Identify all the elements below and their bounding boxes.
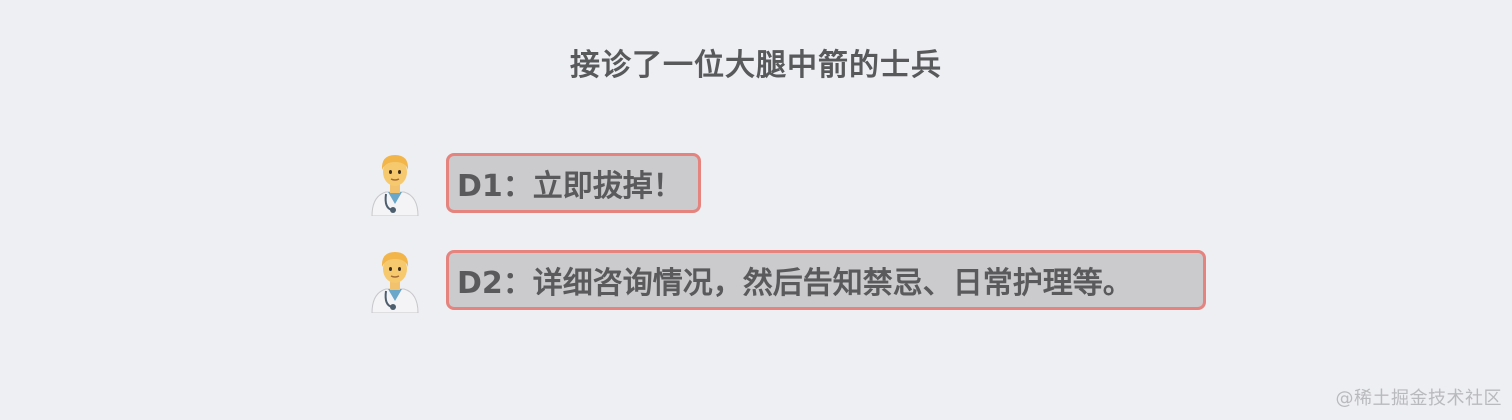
reply-bubble-d2: D2：详细咨询情况，然后告知禁忌、日常护理等。 bbox=[446, 250, 1206, 310]
page-title: 接诊了一位大腿中箭的士兵 bbox=[570, 48, 942, 83]
doctor-icon bbox=[371, 155, 419, 216]
doctor-reply-row-1: D1：立即拔掉！ bbox=[366, 150, 701, 216]
doctor-icon bbox=[371, 252, 419, 313]
doctor-reply-row-2: D2：详细咨询情况，然后告知禁忌、日常护理等。 bbox=[366, 247, 1206, 313]
watermark: @稀土掘金技术社区 bbox=[1335, 388, 1502, 409]
reply-bubble-d1: D1：立即拔掉！ bbox=[446, 153, 701, 213]
